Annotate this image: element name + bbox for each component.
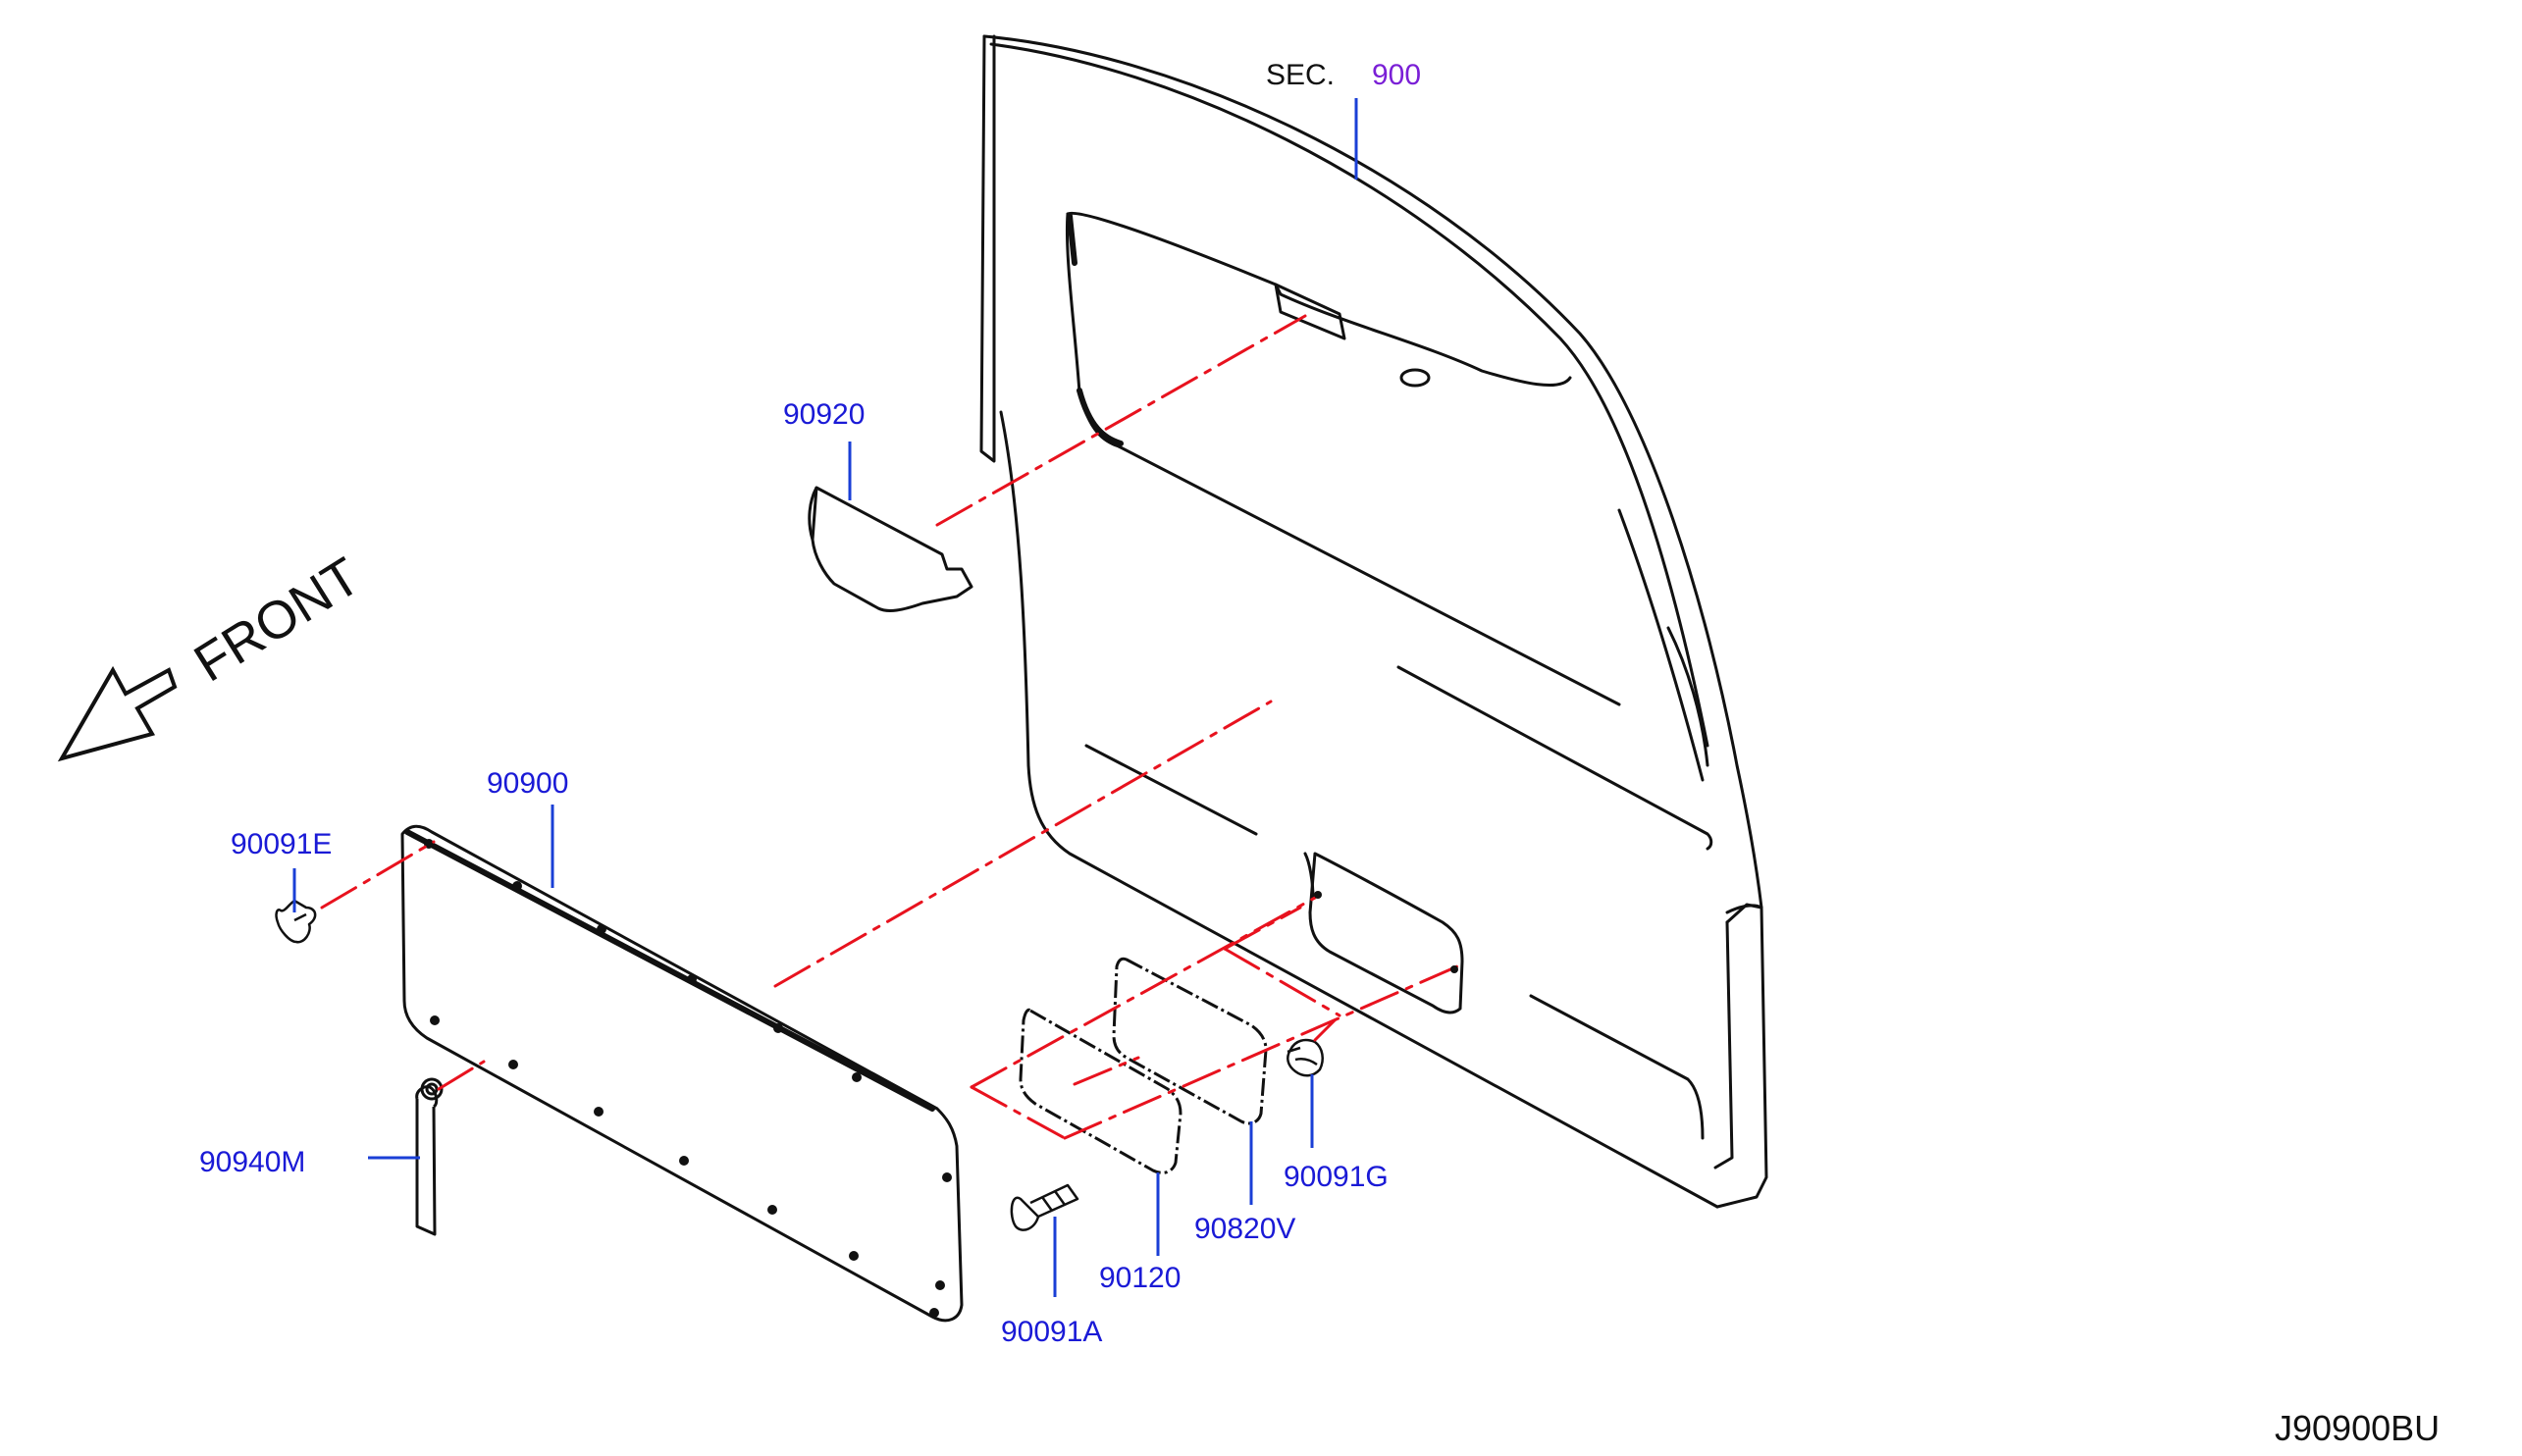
part-leader-lines xyxy=(292,98,1358,1297)
gasket-90120 xyxy=(1019,1008,1182,1174)
screw-90091A xyxy=(1010,1183,1079,1231)
part-label-90820V[interactable]: 90820V xyxy=(1194,1213,1296,1245)
assembly-centerlines xyxy=(320,314,1459,1140)
finisher-panel-90900-top-edge xyxy=(404,829,935,1112)
assembly-centerline-dots xyxy=(1314,891,1458,973)
strap-90940M xyxy=(415,1077,444,1236)
finisher-panel-90900-outline xyxy=(400,824,964,1323)
part-label-90920[interactable]: 90920 xyxy=(783,398,866,431)
part-label-90120[interactable]: 90120 xyxy=(1099,1262,1182,1294)
part-label-90091A[interactable]: 90091A xyxy=(1001,1316,1103,1348)
section-number-link[interactable]: 900 xyxy=(1372,59,1422,91)
back-door-glass-edge xyxy=(1067,213,1124,446)
part-label-90091E[interactable]: 90091E xyxy=(231,828,333,860)
bracket-90920-outline xyxy=(808,486,973,612)
finisher-panel-90900-clip-holes xyxy=(424,839,952,1318)
front-arrow-icon xyxy=(57,665,178,762)
part-label-90940M[interactable]: 90940M xyxy=(199,1146,306,1178)
back-door-outline xyxy=(979,34,1768,1209)
clip-90091G xyxy=(1287,1038,1324,1077)
section-prefix-label: SEC. xyxy=(1266,59,1336,91)
part-label-90900[interactable]: 90900 xyxy=(487,767,569,800)
lid-90820V xyxy=(1112,957,1268,1125)
part-label-90091G[interactable]: 90091G xyxy=(1284,1161,1389,1193)
drawing-code-label: J90900BU xyxy=(2275,1408,2441,1448)
